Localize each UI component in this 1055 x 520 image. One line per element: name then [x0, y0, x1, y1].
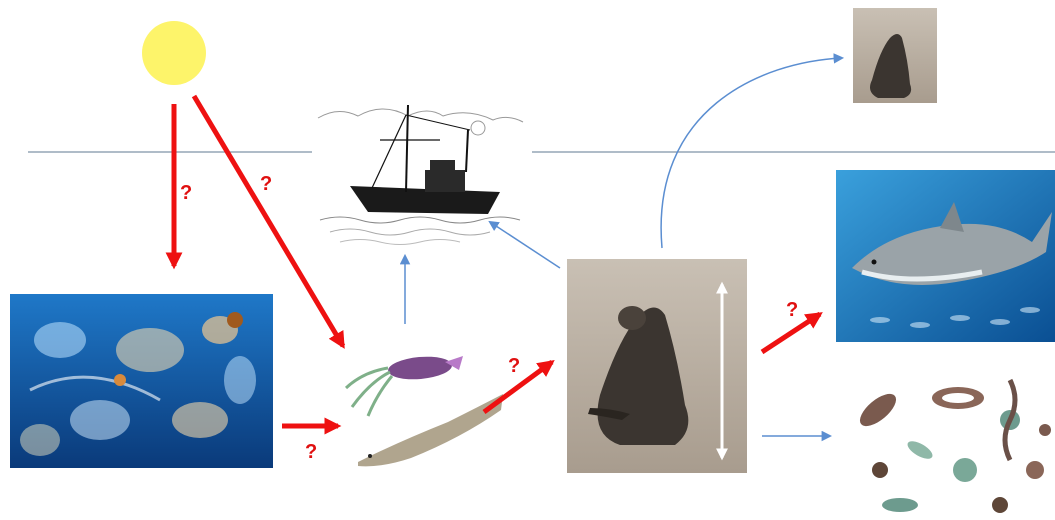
sun-icon	[142, 21, 206, 85]
arrow-sea-lion-to-small-sea-lion	[661, 58, 842, 248]
question-mark-plankton-to-prey: ?	[305, 441, 317, 463]
shark-image	[836, 170, 1055, 342]
plankton-image	[10, 294, 273, 468]
question-mark-sun-to-plankton: ?	[180, 182, 192, 204]
small-sea-lion-image	[853, 8, 937, 103]
question-mark-prey-to-sea-lion: ?	[508, 355, 520, 377]
question-mark-sea-lion-to-shark: ?	[786, 299, 798, 321]
squid-and-fish-image	[346, 354, 503, 466]
sea-lion-image	[567, 259, 747, 473]
question-mark-sun-to-prey: ?	[260, 173, 272, 195]
bacteria-image	[836, 374, 1055, 520]
